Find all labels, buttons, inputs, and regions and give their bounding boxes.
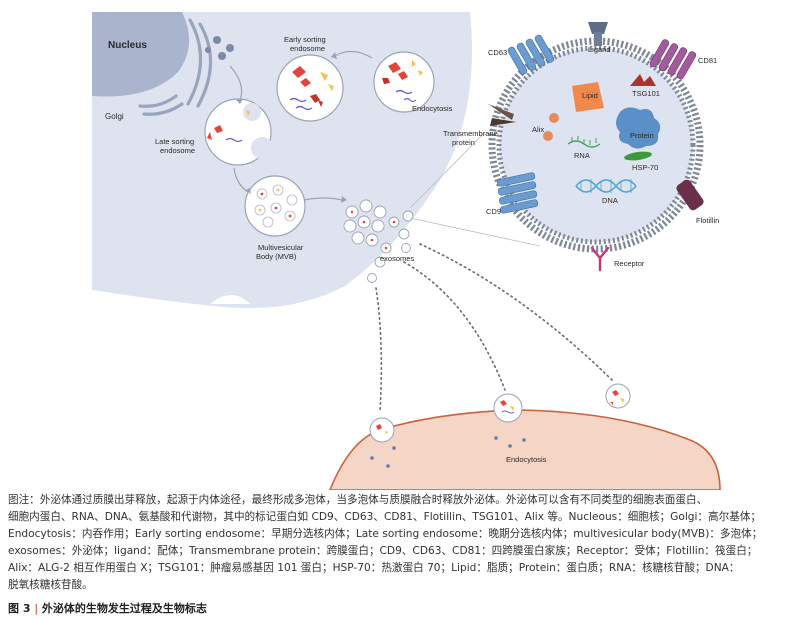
transmembrane-label-2: protein (452, 138, 475, 147)
receptor-label: Receptor (614, 259, 645, 268)
flotillin-icon (676, 179, 704, 211)
alix-icon (543, 113, 559, 141)
cd81-label: CD81 (698, 56, 717, 65)
early-sorting-endosome (276, 54, 344, 122)
release-paths (375, 243, 613, 413)
caption-line: exosomes：外泌体；ligand：配体；Transmembrane pro… (8, 545, 758, 557)
late-endosome-label-2: endosome (160, 146, 195, 155)
cd9-label: CD9 (486, 207, 501, 216)
docking-exosome-right (605, 383, 631, 409)
protein-icon (616, 107, 661, 149)
docking-exosome-middle (493, 393, 523, 423)
title-separator: | (34, 602, 39, 615)
golgi (138, 18, 213, 116)
cd9-tetraspanin-icon (497, 172, 539, 214)
rna-icon (567, 136, 601, 148)
cd63-label: CD63 (488, 48, 507, 57)
endocytosis-vesicle-top (373, 51, 435, 113)
flotillin-label: Flotillin (696, 216, 719, 225)
internalized-dots (370, 436, 526, 468)
dna-icon (575, 179, 637, 193)
docking-exosome-left (369, 417, 395, 443)
late-endosome-label-1: Late sorting (155, 137, 194, 146)
cd81-tetraspanin-icon (649, 39, 697, 80)
figure-title: 图 3 | 外泌体的生物发生过程及生物标志 (8, 600, 207, 616)
figure-title-text: 外泌体的生物发生过程及生物标志 (41, 602, 207, 615)
nucleus (92, 12, 190, 97)
receptor-icon (590, 246, 610, 272)
mvb-label-1: Multivesicular (258, 243, 304, 252)
figure-number: 图 3 (8, 602, 31, 615)
rna-label: RNA (574, 151, 590, 160)
lipid-label: Lipid (582, 91, 598, 100)
transmembrane-protein-icon (488, 104, 516, 126)
tsg101-label: TSG101 (632, 89, 660, 98)
nucleus-label: Nucleus (108, 40, 147, 51)
ligand-label: Ligand (588, 45, 611, 54)
hsp70-icon (624, 151, 652, 161)
transport-vesicles (205, 36, 234, 60)
protein-label: Protein (630, 131, 654, 140)
exosome-biogenesis-diagram: Nucleus Golgi Early sorting endosome End… (92, 12, 721, 490)
arrowheads (236, 52, 347, 203)
exosome-cargo-dots (350, 210, 396, 250)
figure-caption: 图注：外泌体通过质膜出芽释放，起源于内体途径，最终形成多泡体，当多泡体与质膜融合… (8, 492, 806, 594)
multivesicular-body (244, 175, 306, 237)
alix-label: Alix (532, 125, 544, 134)
caption-line: Endocytosis：内吞作用；Early sorting endosome：… (8, 528, 763, 540)
transmembrane-label-1: Transmembrane (443, 129, 498, 138)
endocytosis-bottom-label: Endocytosis (506, 455, 547, 464)
tsg101-icon (630, 74, 656, 86)
endocytosis-top-label: Endocytosis (412, 104, 453, 113)
lipid-icon (572, 82, 604, 112)
exosomes-label: exosomes (380, 254, 414, 263)
ligand-icon (588, 22, 608, 46)
golgi-label: Golgi (105, 112, 124, 121)
mvb-label-2: Body (MVB) (256, 252, 297, 261)
dna-label: DNA (602, 196, 618, 205)
caption-line: 脱氧核糖核苷酸。 (8, 579, 93, 591)
late-sorting-endosome (204, 98, 273, 166)
early-endosome-label-2: endosome (290, 44, 325, 53)
early-endosome-label-1: Early sorting (284, 35, 326, 44)
exosome-cluster (343, 199, 414, 283)
pathway-arrows (229, 50, 373, 201)
hsp70-label: HSP-70 (632, 163, 658, 172)
exosome-zoom (484, 33, 708, 257)
caption-line: 细胞内蛋白、RNA、DNA、氨基酸和代谢物，其中的标记蛋白如 CD9、CD63、… (8, 511, 762, 523)
cd63-tetraspanin-icon (507, 34, 555, 75)
caption-line: 图注：外泌体通过质膜出芽释放，起源于内体途径，最终形成多泡体，当多泡体与质膜融合… (8, 494, 708, 506)
caption-line: Alix：ALG-2 相互作用蛋白 X；TSG101：肿瘤易感基因 101 蛋白… (8, 562, 740, 574)
